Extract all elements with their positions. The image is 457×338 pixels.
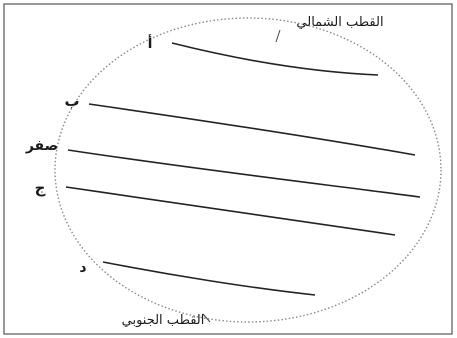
latitude-line-c: [66, 187, 395, 235]
latitude-line-d: [103, 262, 315, 295]
label-zero: صفر: [25, 138, 58, 154]
globe-outline: [55, 18, 441, 322]
equator-line: [68, 150, 420, 197]
latitude-line-b: [89, 104, 415, 155]
south-pole-label: القطب الجنوبي: [122, 313, 205, 328]
north-pole-label: القطب الشمالي: [296, 15, 383, 30]
label-dal: د: [79, 260, 86, 276]
label-beh: ب: [64, 92, 79, 110]
north-pole-leader: [276, 30, 280, 42]
outer-frame: [4, 4, 452, 334]
label-alef: أ: [148, 34, 153, 52]
latitude-line-a: [172, 43, 378, 75]
label-jeem: ج: [35, 179, 46, 197]
